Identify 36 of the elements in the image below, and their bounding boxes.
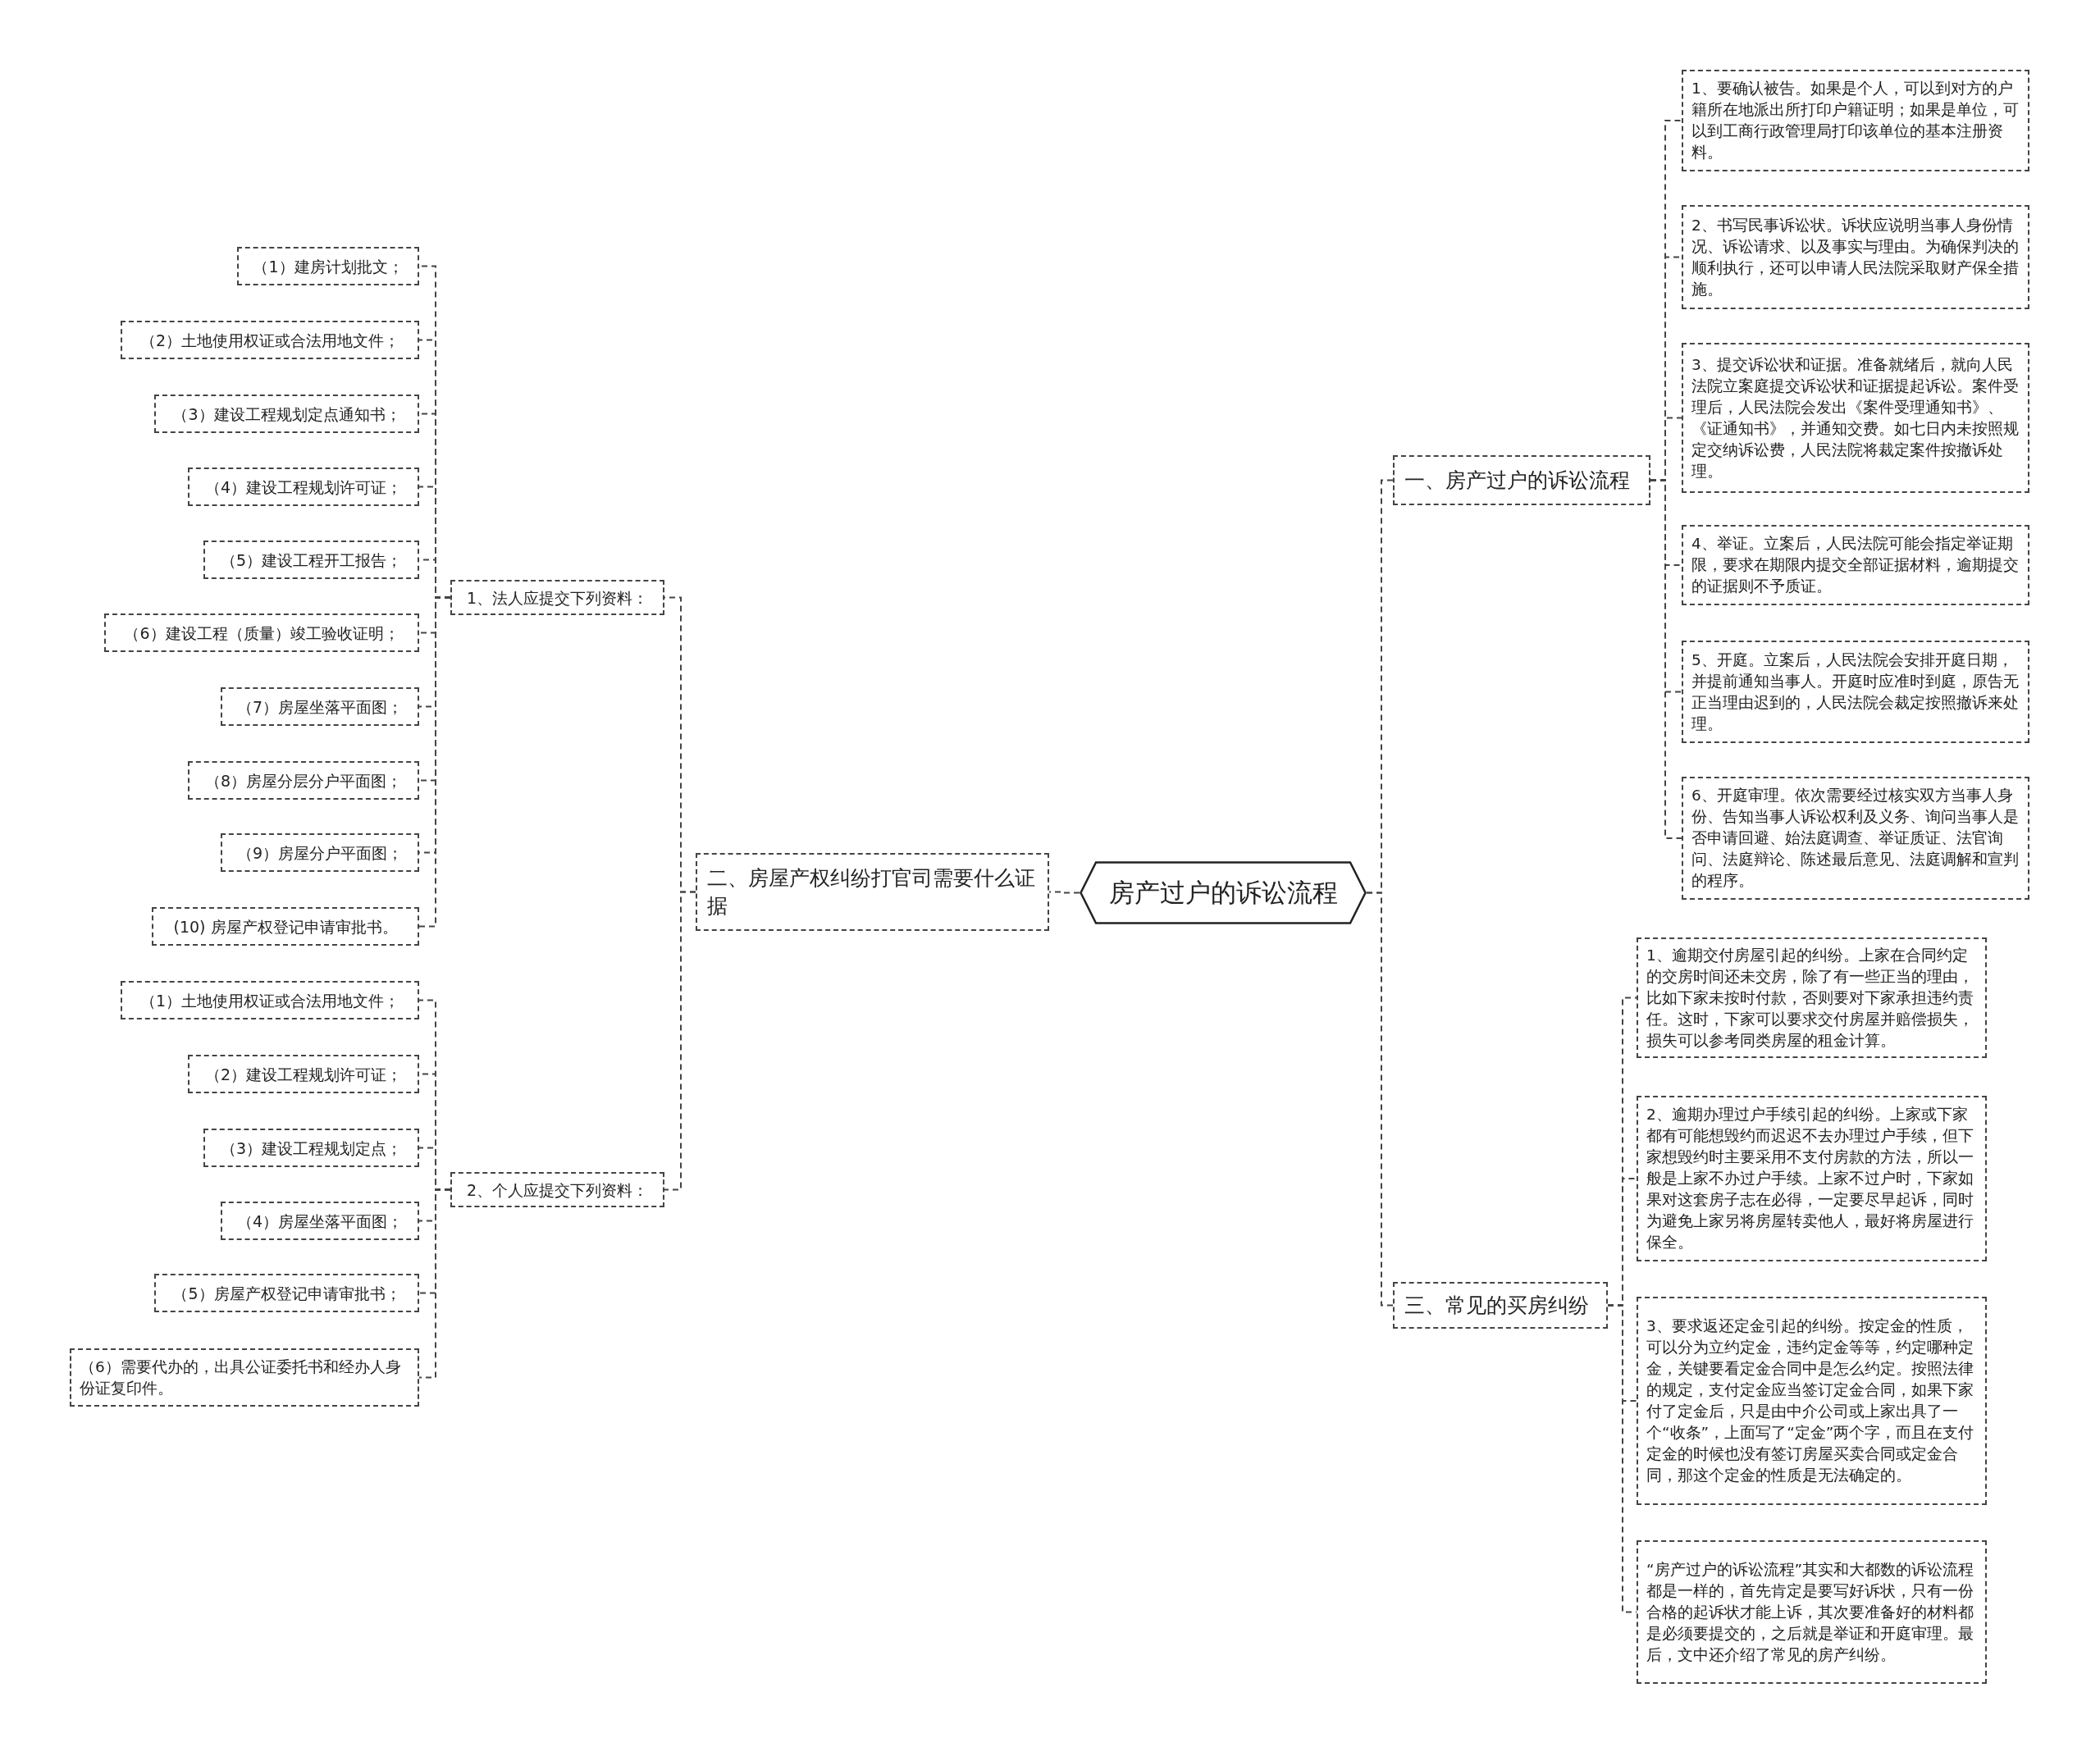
item-box: （3）建设工程规划定点通知书； xyxy=(154,395,419,433)
text-box: 6、开庭审理。依次需要经过核实双方当事人身份、告知当事人诉讼权利及义务、询问当事人是否申请回避、始法庭调查、举证质证、法官询问、法庭辩论、陈述最后意见、法庭调解和宣判的程序。 xyxy=(1682,777,2029,900)
text-box: 4、举证。立案后，人民法院可能会指定举证期限，要求在期限内提交全部证据材料，逾期提交的证据则不予质证。 xyxy=(1682,525,2029,605)
item-box: （9）房屋分户平面图； xyxy=(221,833,419,872)
text-box: 5、开庭。立案后，人民法院会安排开庭日期，并提前通知当事人。开庭时应准时到庭，原告无正当理由迟到的，人民法院会裁定按照撤诉来处理。 xyxy=(1682,641,2029,743)
connector xyxy=(664,891,696,1191)
branch-topic-box: 二、房屋产权纠纷打官司需要什么证据 xyxy=(696,853,1049,931)
connector xyxy=(418,1188,451,1379)
text-box: 2、逾期办理过户手续引起的纠纷。上家或下家都有可能想毁约而迟迟不去办理过户手续，但下家想毁约时主要采用不支付房款的方法，所以一般是上家不办过户手续。上家不过户时，下家如果对这套房子志在必得，一定要尽早起诉，同时为避免上家另将房屋转卖他人，最好将房屋进行保全。 xyxy=(1637,1096,1987,1261)
item-box: （1）土地使用权证或合法用地文件； xyxy=(121,981,419,1019)
root-topic: 房产过户的诉讼流程 xyxy=(1080,861,1367,924)
item-box: （5）建设工程开工报告； xyxy=(203,540,419,579)
item-box: （4）房屋坐落平面图； xyxy=(221,1202,419,1240)
item-box: 2、个人应提交下列资料： xyxy=(450,1172,664,1207)
connector xyxy=(1048,891,1080,894)
item-box: (10) 房屋产权登记申请审批书。 xyxy=(152,907,419,946)
item-box: （6）建设工程（质量）竣工验收证明； xyxy=(104,613,419,652)
item-box: （2）建设工程规划许可证； xyxy=(188,1055,419,1093)
item-box: （3）建设工程规划定点； xyxy=(203,1129,419,1167)
item-box: （4）建设工程规划许可证； xyxy=(188,468,419,506)
item-box: 1、法人应提交下列资料： xyxy=(450,580,664,615)
text-box: 2、书写民事诉讼状。诉状应说明当事人身份情况、诉讼请求、以及事实与理由。为确保判决的顺利执行，还可以申请人民法院采取财产保全措施。 xyxy=(1682,205,2029,309)
item-box: （5）房屋产权登记申请审批书； xyxy=(154,1274,419,1312)
item-box: （2）土地使用权证或合法用地文件； xyxy=(121,321,419,359)
text-box: 1、要确认被告。如果是个人，可以到对方的户籍所在地派出所打印户籍证明；如果是单位，可以到工商行政管理局打印该单位的基本注册资料。 xyxy=(1682,70,2029,171)
item-box: （8）房屋分层分户平面图； xyxy=(188,761,419,800)
text-box: 1、逾期交付房屋引起的纠纷。上家在合同约定的交房时间还未交房，除了有一些正当的理由，比如下家未按时付款，否则要对下家承担违约责任。这时，下家可以要求交付房屋并赔偿损失，损失可以参考同类房屋的租金计算。 xyxy=(1637,937,1987,1058)
branch-topic-box: 三、常见的买房纠纷 xyxy=(1393,1282,1608,1329)
text-box: “房产过户的诉讼流程”其实和大都数的诉讼流程都是一样的，首先肯定是要写好诉状，只有一份合格的起诉状才能上诉，其次要准备好的材料都是必须要提交的，之后就是举证和开庭审理。最后，文中还介绍了常见的房产纠纷。 xyxy=(1637,1540,1987,1684)
text-box: 3、提交诉讼状和证据。准备就绪后，就向人民法院立案庭提交诉讼状和证据提起诉讼。案件受理后，人民法院会发出《案件受理通知书》、《证通知书》，并通知交费。如七日内未按照规定交纳诉讼费，人民法院将裁定案件按撤诉处理。 xyxy=(1682,343,2029,493)
item-box: （7）房屋坐落平面图； xyxy=(221,687,419,726)
text-box: （6）需要代办的，出具公证委托书和经办人身份证复印件。 xyxy=(70,1348,419,1407)
text-box: 3、要求返还定金引起的纠纷。按定金的性质，可以分为立约定金，违约定金等等，约定哪种定金，关键要看定金合同中是怎么约定。按照法律的规定，支付定金应当签订定金合同，如果下家付了定金后，只是由中介公司或上家出具了一个“收条”，上面写了“定金”两个字，而且在支付定金的时候也没有签订房屋买卖合同或定金合同，那这个定金的性质是无法确定的。 xyxy=(1637,1297,1987,1505)
item-box: （1）建房计划批文； xyxy=(237,247,419,285)
branch-topic-box: 一、房产过户的诉讼流程 xyxy=(1393,455,1650,505)
connector xyxy=(1366,892,1394,1307)
